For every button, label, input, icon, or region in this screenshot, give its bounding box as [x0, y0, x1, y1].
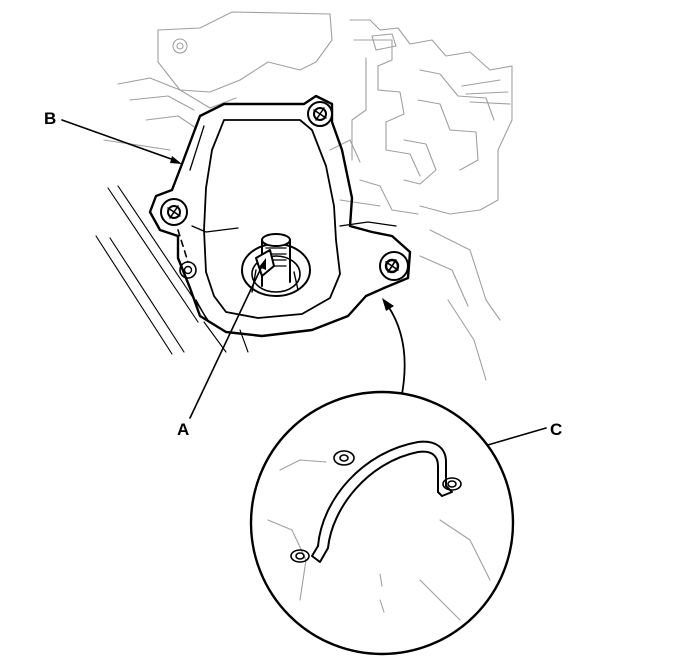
bolt-right [379, 251, 409, 281]
leader-lines [61, 119, 547, 459]
background-engine-lines [103, 11, 513, 381]
callout-label-a: A [177, 420, 190, 439]
cover-plate-b [148, 94, 412, 338]
bolt-dashed-line [177, 229, 189, 263]
callout-label-b: B [44, 109, 57, 128]
bolt-left [160, 198, 188, 226]
detail-magnifier [249, 390, 515, 656]
bolt-top [307, 101, 333, 127]
callout-label-c: C [550, 420, 563, 439]
